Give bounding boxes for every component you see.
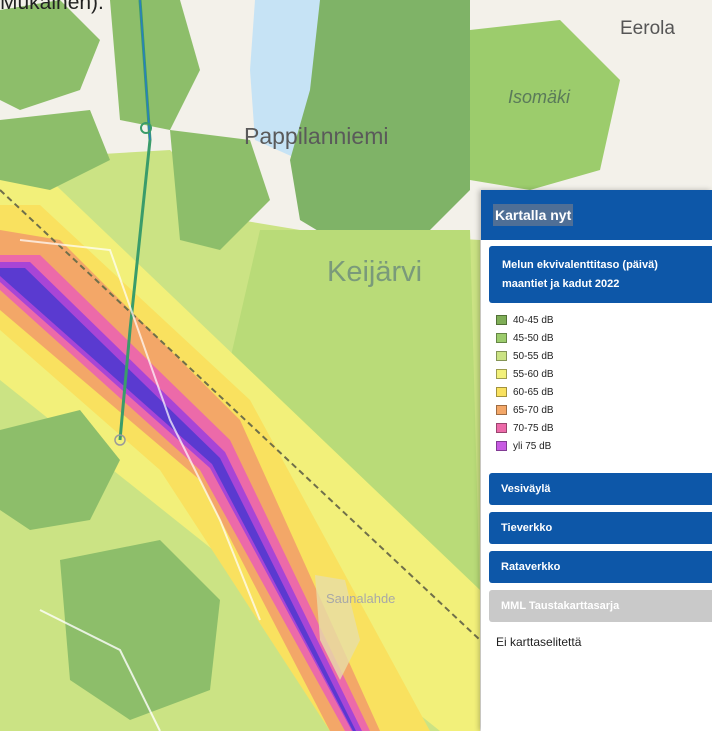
place-label-eerola: Eerola: [620, 18, 675, 39]
panel-title: Kartalla nyt: [493, 204, 574, 226]
legend-label: 70-75 dB: [513, 422, 554, 434]
place-label-saunalahde: Saunalahde: [326, 591, 396, 606]
legend-swatch: [496, 405, 507, 415]
layer-button-basemap[interactable]: MML Taustakarttasarja: [489, 590, 712, 622]
layer-button-vesivayla[interactable]: Vesiväylä: [489, 473, 712, 505]
legend-swatch: [496, 315, 507, 325]
active-layer-button[interactable]: Melun ekvivalenttitaso (päivä) maantiet …: [489, 246, 712, 303]
legend-item: 50-55 dB: [496, 347, 712, 365]
legend-item: 60-65 dB: [496, 383, 712, 401]
legend-label: 55-60 dB: [513, 368, 554, 380]
legend-item: 55-60 dB: [496, 365, 712, 383]
place-label-keijarvi: Keijärvi: [327, 256, 423, 288]
place-label-isomaki: Isomäki: [508, 87, 571, 107]
noise-legend: 40-45 dB 45-50 dB 50-55 dB 55-60 dB 60-6…: [496, 311, 712, 455]
legend-label: yli 75 dB: [513, 440, 552, 452]
panel-header[interactable]: Kartalla nyt: [481, 190, 712, 240]
caption-fragment: Mukainen).: [0, 0, 104, 14]
legend-swatch: [496, 441, 507, 451]
legend-swatch: [496, 387, 507, 397]
legend-label: 40-45 dB: [513, 314, 554, 326]
legend-item: 45-50 dB: [496, 329, 712, 347]
legend-item: yli 75 dB: [496, 437, 712, 455]
layer-button-tieverkko[interactable]: Tieverkko: [489, 512, 712, 544]
legend-swatch: [496, 351, 507, 361]
legend-label: 50-55 dB: [513, 350, 554, 362]
legend-swatch: [496, 423, 507, 433]
legend-label: 45-50 dB: [513, 332, 554, 344]
legend-swatch: [496, 369, 507, 379]
layer-panel: Kartalla nyt Melun ekvivalenttitaso (päi…: [481, 190, 712, 731]
legend-label: 60-65 dB: [513, 386, 554, 398]
no-legend-text: Ei karttaselitettä: [496, 635, 582, 649]
legend-item: 70-75 dB: [496, 419, 712, 437]
place-label-pappilanniemi: Pappilanniemi: [244, 123, 389, 149]
legend-label: 65-70 dB: [513, 404, 554, 416]
legend-swatch: [496, 333, 507, 343]
legend-item: 40-45 dB: [496, 311, 712, 329]
legend-item: 65-70 dB: [496, 401, 712, 419]
layer-button-rataverkko[interactable]: Rataverkko: [489, 551, 712, 583]
